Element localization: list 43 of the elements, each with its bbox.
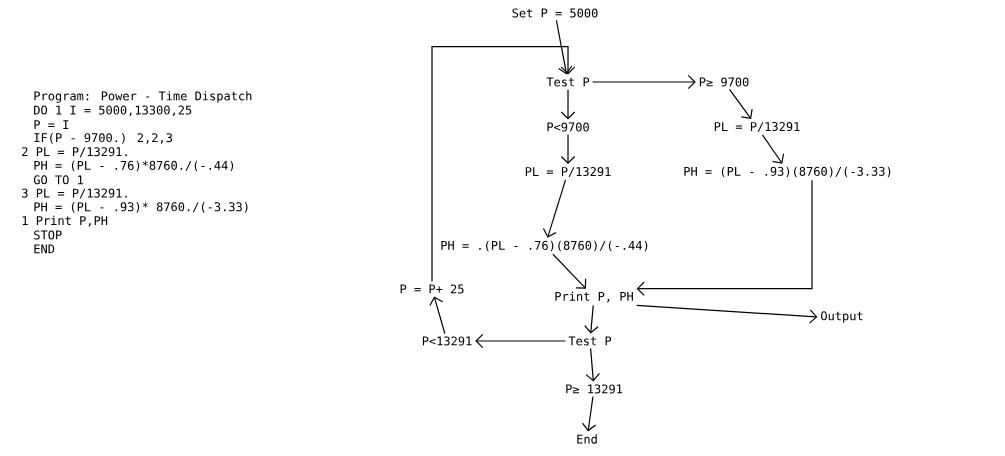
flow-step-text: Set P = 5000 — [512, 8, 598, 18]
arrow — [431, 46, 576, 283]
arrow — [584, 304, 599, 334]
arrow — [555, 19, 573, 75]
flow-step-text: End — [577, 434, 597, 444]
code-line: END — [34, 244, 55, 254]
arrow — [552, 253, 587, 289]
arrow — [429, 296, 446, 335]
arrow — [728, 88, 753, 120]
code-line: 2 PL = P/13291. — [22, 147, 127, 158]
arrow — [585, 347, 600, 382]
flow-step-text: P<9700 — [547, 122, 589, 132]
flow-step-text: P = P+ 25 — [400, 284, 464, 294]
flow-step-text: Test P — [568, 336, 612, 346]
code-line: PH = (PL - .76)*8760./(-.44) — [34, 160, 234, 172]
flow-step-text: P≥ 9700 — [699, 77, 749, 87]
code-line: P = I — [34, 120, 69, 129]
arrow — [636, 179, 813, 296]
flow-step-text: Test P — [546, 77, 590, 87]
flow-step-text: P<13291 — [422, 336, 472, 346]
arrow — [592, 74, 696, 90]
flow-step-text: PL = P/13291 — [525, 167, 611, 177]
code-line: 1 Print P,PH — [22, 215, 108, 227]
code-line: GO TO 1 — [33, 175, 84, 185]
flow-step-text: PH = (PL - .93)(8760)/(-3.33) — [684, 166, 891, 178]
arrow — [636, 304, 818, 324]
code-line: Program: Power - Time Dispatch — [34, 91, 252, 103]
code-line: STOP — [34, 230, 62, 240]
flow-step-text: P≥ 13291 — [566, 384, 623, 394]
arrow — [542, 179, 567, 238]
arrow — [560, 133, 576, 165]
flow-step-text: Print P, PH — [555, 291, 633, 303]
arrow — [560, 88, 576, 120]
arrow — [475, 333, 566, 349]
arrow — [761, 134, 785, 164]
code-line: PH = (PL - .93)* 8760./(-3.33) — [34, 202, 248, 213]
arrow — [581, 395, 597, 432]
flow-step-text: PL = P/13291 — [714, 122, 800, 132]
code-line: DO 1 I = 5000,13300,25 — [34, 105, 192, 117]
flow-step-text: PH = .(PL - .76)(8760)/(-.44) — [441, 240, 648, 252]
code-line: 3 PL = P/13291. — [22, 188, 127, 199]
code-line: IF(P - 9700.) 2,2,3 — [34, 133, 173, 144]
flow-step-text: Output — [821, 311, 863, 323]
